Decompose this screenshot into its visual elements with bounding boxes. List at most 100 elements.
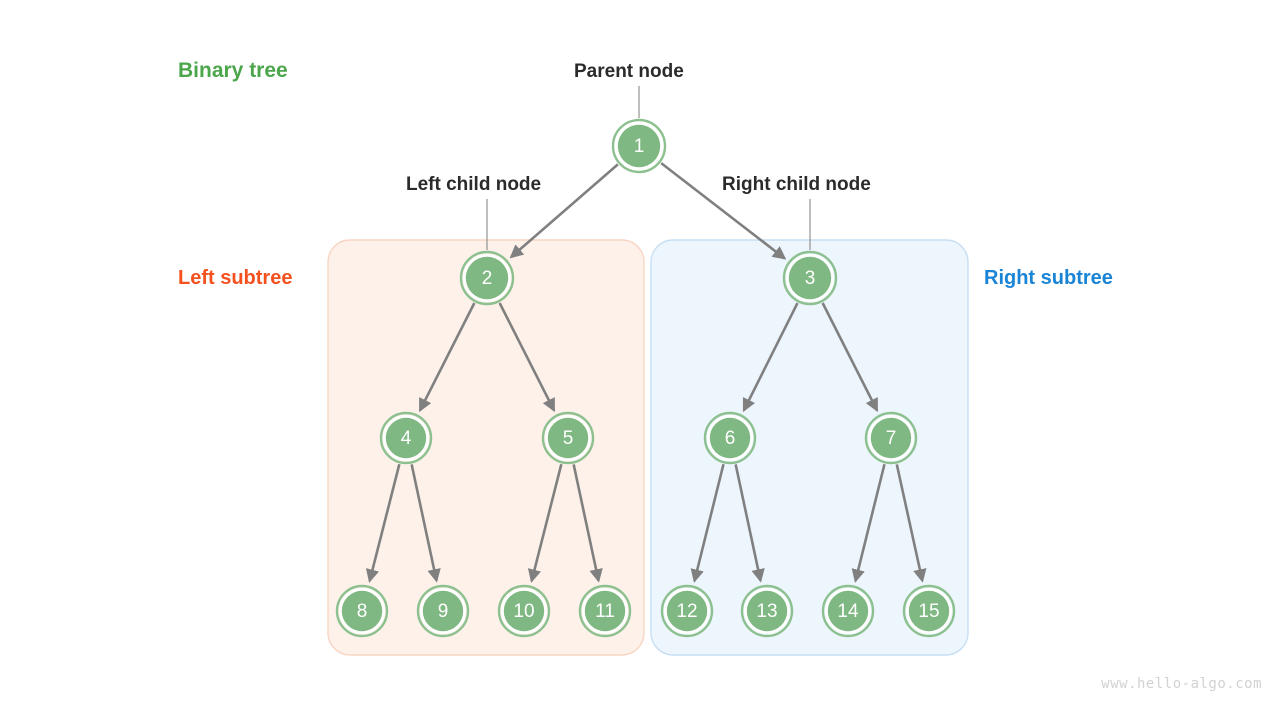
tree-node-13[interactable]: 13 xyxy=(740,584,794,638)
node-value: 15 xyxy=(918,601,939,622)
node-outer-ring xyxy=(416,584,470,638)
left-subtree-region xyxy=(327,239,645,656)
node-white-ring xyxy=(339,588,385,634)
node-disc xyxy=(547,417,589,459)
node-disc xyxy=(709,417,751,459)
tree-edge xyxy=(690,463,725,583)
tree-edge xyxy=(734,464,765,583)
node-white-ring xyxy=(501,588,547,634)
node-outer-ring xyxy=(459,250,515,306)
node-value: 11 xyxy=(595,601,615,622)
node-white-ring xyxy=(383,415,429,461)
tree-node-4[interactable]: 4 xyxy=(379,411,433,465)
node-value: 9 xyxy=(438,601,449,622)
tree-edge xyxy=(851,463,886,583)
tree-edge xyxy=(418,302,476,413)
node-white-ring xyxy=(744,588,790,634)
node-disc xyxy=(465,256,509,300)
node-disc xyxy=(503,590,545,632)
tree-node-15[interactable]: 15 xyxy=(902,584,956,638)
node-white-ring xyxy=(582,588,628,634)
node-disc xyxy=(617,124,661,168)
node-disc xyxy=(746,590,788,632)
node-white-ring xyxy=(615,122,663,170)
node-disc xyxy=(870,417,912,459)
subtree-regions xyxy=(327,239,969,656)
tree-edge xyxy=(509,163,619,259)
node-outer-ring xyxy=(541,411,595,465)
node-white-ring xyxy=(707,415,753,461)
tree-node-9[interactable]: 9 xyxy=(416,584,470,638)
tree-edge xyxy=(821,302,879,413)
node-disc xyxy=(827,590,869,632)
node-value: 3 xyxy=(805,268,816,289)
tree-edge xyxy=(572,464,603,583)
node-value: 6 xyxy=(725,428,736,449)
node-outer-ring xyxy=(703,411,757,465)
tree-edge xyxy=(527,463,563,583)
tree-node-14[interactable]: 14 xyxy=(821,584,875,638)
node-outer-ring xyxy=(497,584,551,638)
node-disc xyxy=(341,590,383,632)
node-outer-ring xyxy=(902,584,956,638)
node-outer-ring xyxy=(660,584,714,638)
node-white-ring xyxy=(906,588,952,634)
node-outer-ring xyxy=(782,250,838,306)
parent-node-label: Parent node xyxy=(574,61,684,82)
tree-edges xyxy=(365,162,927,583)
left-subtree-label: Left subtree xyxy=(178,267,293,289)
node-white-ring xyxy=(664,588,710,634)
node-value: 7 xyxy=(886,428,897,449)
tree-edge xyxy=(660,162,787,260)
node-outer-ring xyxy=(821,584,875,638)
tree-edge xyxy=(410,464,441,583)
tree-node-1[interactable]: 1 xyxy=(611,118,667,174)
right-child-node-label: Right child node xyxy=(722,174,871,195)
node-white-ring xyxy=(545,415,591,461)
tree-edge xyxy=(895,464,927,583)
tree-node-12[interactable]: 12 xyxy=(660,584,714,638)
node-disc xyxy=(788,256,832,300)
tree-node-2[interactable]: 2 xyxy=(459,250,515,306)
node-white-ring xyxy=(825,588,871,634)
node-outer-ring xyxy=(578,584,632,638)
tree-node-5[interactable]: 5 xyxy=(541,411,595,465)
node-outer-ring xyxy=(335,584,389,638)
node-white-ring xyxy=(463,254,511,302)
tree-node-3[interactable]: 3 xyxy=(782,250,838,306)
node-disc xyxy=(666,590,708,632)
node-value: 14 xyxy=(837,601,859,622)
right-subtree-label: Right subtree xyxy=(984,267,1113,289)
node-disc xyxy=(584,590,626,632)
node-value: 13 xyxy=(756,601,777,622)
tree-edge xyxy=(742,302,799,413)
node-value: 10 xyxy=(513,601,534,622)
node-value: 2 xyxy=(482,268,493,289)
node-white-ring xyxy=(786,254,834,302)
tree-node-7[interactable]: 7 xyxy=(864,411,918,465)
node-disc xyxy=(422,590,464,632)
node-value: 1 xyxy=(634,136,645,157)
node-outer-ring xyxy=(740,584,794,638)
tree-edge xyxy=(365,463,401,583)
node-outer-ring xyxy=(611,118,667,174)
node-white-ring xyxy=(868,415,914,461)
node-value: 4 xyxy=(401,428,412,449)
node-disc xyxy=(385,417,427,459)
tree-node-8[interactable]: 8 xyxy=(335,584,389,638)
node-outer-ring xyxy=(379,411,433,465)
annotation-pointers xyxy=(486,86,811,250)
tree-node-10[interactable]: 10 xyxy=(497,584,551,638)
left-child-node-label: Left child node xyxy=(406,174,542,195)
node-disc xyxy=(908,590,950,632)
tree-edge xyxy=(498,302,556,413)
node-value: 5 xyxy=(563,428,574,449)
node-white-ring xyxy=(420,588,466,634)
tree-node-11[interactable]: 11 xyxy=(578,584,632,638)
node-outer-ring xyxy=(864,411,918,465)
tree-node-6[interactable]: 6 xyxy=(703,411,757,465)
watermark: www.hello-algo.com xyxy=(1101,676,1262,692)
